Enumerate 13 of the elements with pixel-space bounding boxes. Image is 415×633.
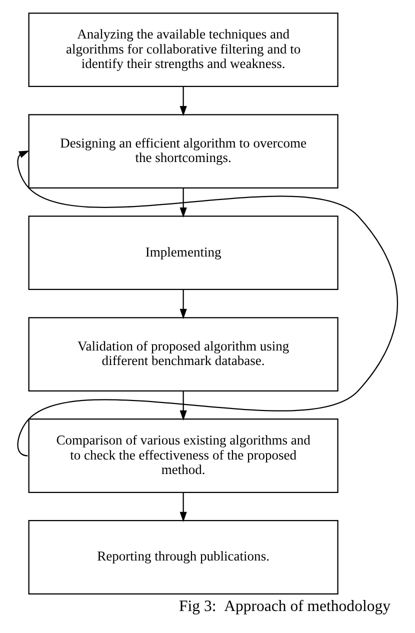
arrow (180, 492, 187, 522)
node-box: Comparison of various existing algorithms and to check the effectiveness of the proposed method. (28, 418, 338, 493)
node-box: Reporting through publications. (28, 520, 338, 594)
node-box: Implementing (28, 216, 338, 290)
node-box: Designing an efficient algorithm to overcome the shortcomings. (28, 114, 338, 189)
node-box: Validation of proposed algorithm using different benchmark database. (28, 317, 338, 392)
node-box: Analyzing the available techniques and algorithms for collaborative filtering and to identify their strengths and weakness. (28, 12, 338, 88)
arrow (180, 290, 187, 320)
caption: Fig 3: Approach of methodology (178, 598, 390, 616)
arrow (180, 86, 187, 116)
arrow (17, 150, 398, 456)
arrow (180, 188, 187, 218)
arrow (180, 391, 187, 421)
